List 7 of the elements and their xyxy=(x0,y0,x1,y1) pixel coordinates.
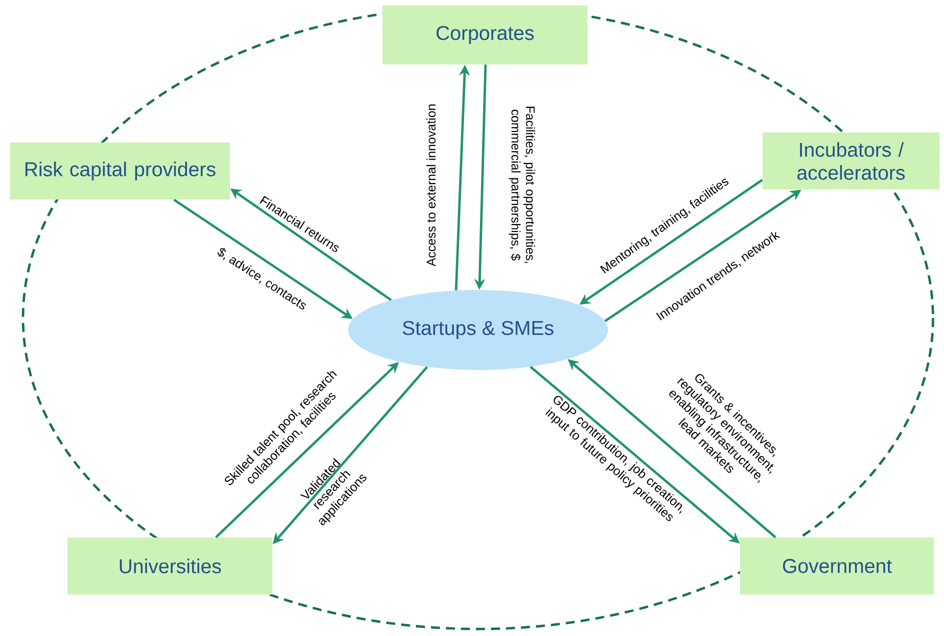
edge-label: Access to external innovation xyxy=(426,104,436,266)
stakeholder-box: Incubators / accelerators xyxy=(762,132,940,190)
stakeholder-box: Risk capital providers xyxy=(10,142,230,200)
edge-label: Facilities, pilot opportunities, commercial partnerships, $ xyxy=(508,106,536,264)
stakeholder-box: Universities xyxy=(68,538,272,594)
stakeholder-box: Government xyxy=(740,538,934,594)
stakeholder-box: Corporates xyxy=(382,6,588,64)
